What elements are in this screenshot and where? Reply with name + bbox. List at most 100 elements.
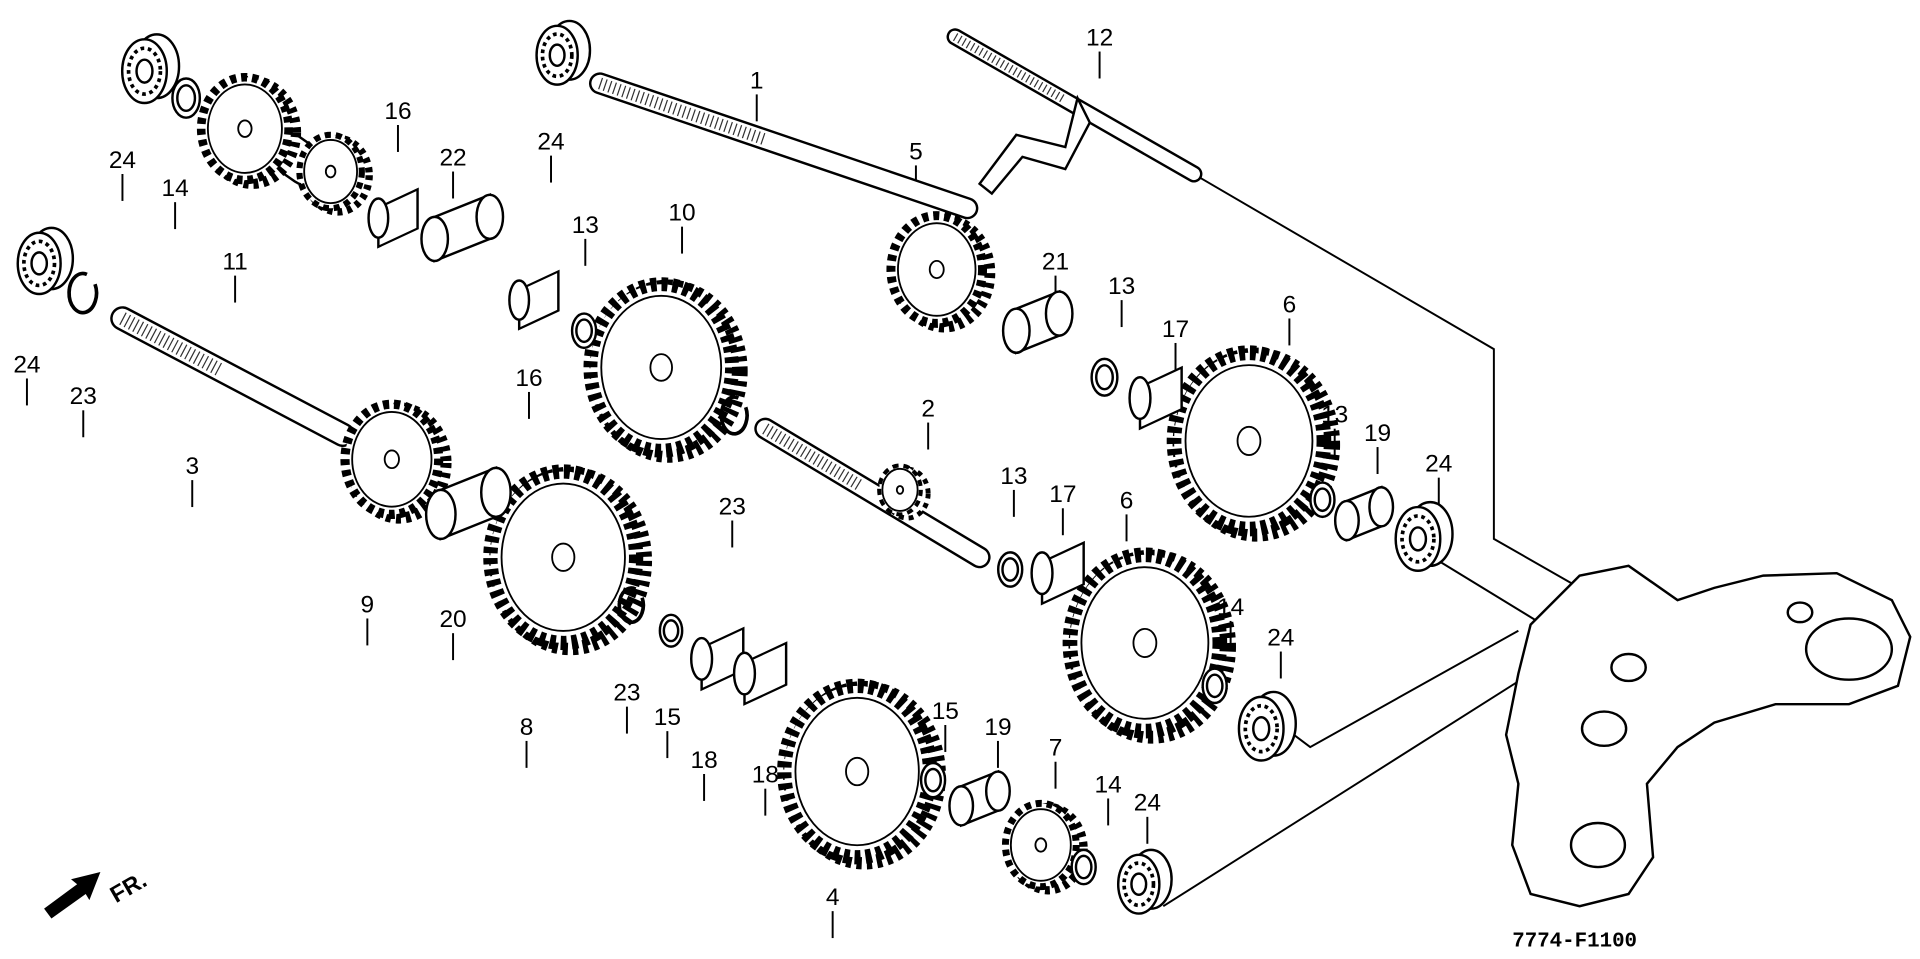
circlip (67, 271, 99, 315)
gear-2 (877, 463, 931, 521)
transmission-case (1504, 564, 1912, 908)
part-callout-12: 12 (1086, 24, 1113, 51)
part-callout-24: 24 (1425, 451, 1452, 478)
part-callout-8: 8 (520, 714, 534, 741)
part-callout-4: 4 (826, 884, 840, 911)
part-callout-13: 13 (1000, 463, 1027, 490)
bearing-24 (1237, 690, 1297, 762)
gear-hole (1236, 425, 1262, 456)
part-callout-3: 3 (185, 453, 199, 480)
part-callout-19: 19 (984, 714, 1011, 741)
sleeve-end (1368, 485, 1395, 528)
mainshaft-1 (588, 72, 979, 220)
part-callout-11: 11 (222, 249, 247, 276)
part-callout-24: 24 (109, 147, 136, 174)
circlip (617, 586, 646, 625)
part-callout-22: 22 (439, 144, 466, 171)
washer (570, 312, 598, 350)
part-callout-15: 15 (654, 704, 681, 731)
needle-end (1030, 551, 1054, 596)
needle-bearing-18 (732, 641, 788, 706)
sleeve-front (948, 785, 975, 827)
part-callout-13: 13 (572, 212, 599, 239)
gear-4 (777, 678, 946, 870)
ring-inner (1074, 854, 1093, 880)
washer (1070, 848, 1097, 886)
bearing-24 (1394, 500, 1454, 572)
sleeve-end (480, 466, 512, 519)
bearing-24 (16, 226, 75, 296)
ring-inner (176, 84, 197, 113)
gear-hole (1132, 627, 1158, 658)
part-callout-23: 23 (613, 680, 640, 707)
part-callout-18: 18 (690, 747, 717, 774)
shaft-2 (754, 417, 991, 569)
gear-hole (649, 353, 673, 382)
collar-19 (1333, 485, 1395, 542)
sleeve-end (984, 770, 1011, 812)
circlip-23 (719, 395, 749, 436)
needle-bearing-16 (508, 269, 560, 331)
gear-5 (886, 211, 996, 333)
gear-hole (928, 259, 945, 280)
collar-22 (420, 192, 505, 263)
shaft-body (112, 308, 353, 445)
part-callout-16: 16 (515, 365, 542, 392)
gear-10 (583, 277, 748, 463)
gear-11 (196, 72, 302, 189)
bearing-inner (135, 58, 154, 84)
shaft-body (756, 420, 989, 566)
bearing-inner (1252, 715, 1271, 742)
part-callout-23: 23 (719, 493, 746, 520)
gear-hole (237, 119, 253, 138)
bearing-inner (1408, 526, 1428, 552)
circlip (719, 395, 749, 436)
bearing-24 (535, 19, 592, 86)
part-callout-24: 24 (1134, 790, 1161, 817)
part-callout-21: 21 (1042, 249, 1069, 276)
countershaft-3 (110, 306, 356, 448)
gear-7 (1001, 799, 1088, 895)
part-callout-1: 1 (750, 67, 764, 94)
washer (1090, 357, 1119, 397)
leader-line (1432, 556, 1544, 626)
bearing-24 (1116, 848, 1173, 915)
sleeve-end (475, 193, 505, 241)
bearing-inner (548, 43, 566, 68)
part-callout-17: 17 (1162, 316, 1189, 343)
part-callout-18: 18 (752, 762, 779, 789)
drawing-code: 7774-F1100 (1512, 931, 1637, 954)
gear-hole (383, 449, 400, 470)
sleeve-front (424, 488, 457, 541)
ring-inner (1205, 673, 1224, 699)
leader-line (1162, 672, 1532, 908)
part-callout-14: 14 (1217, 594, 1244, 621)
part-callout-13: 13 (1321, 402, 1348, 429)
needle-end (690, 636, 714, 681)
part-callout-24: 24 (1267, 624, 1294, 651)
gear-11-small (296, 131, 373, 216)
part-callout-6: 6 (1283, 291, 1297, 318)
collar-20 (424, 466, 512, 541)
part-callout-16: 16 (384, 98, 411, 125)
needle-bearing-18 (690, 626, 745, 692)
ring-inner (1313, 487, 1332, 513)
shift-fork (977, 94, 1092, 196)
gear-hole (845, 756, 870, 787)
ring-inner (575, 318, 594, 344)
leader-line (1199, 176, 1581, 589)
part-callout-14: 14 (161, 175, 188, 202)
shaft-splines (762, 423, 865, 492)
gear-9 (340, 399, 452, 524)
ring-inner (662, 619, 680, 643)
part-callout-7: 7 (1049, 735, 1063, 762)
circlip-23 (617, 586, 646, 625)
ring-inner (1095, 364, 1114, 391)
needle-bearing-17 (1128, 365, 1183, 431)
washer (658, 613, 684, 648)
needle-end (367, 197, 390, 239)
part-callout-23: 23 (70, 383, 97, 410)
gear-6-lower (1062, 547, 1236, 744)
gear-hole (1034, 837, 1048, 853)
sleeve-front (1333, 499, 1360, 542)
